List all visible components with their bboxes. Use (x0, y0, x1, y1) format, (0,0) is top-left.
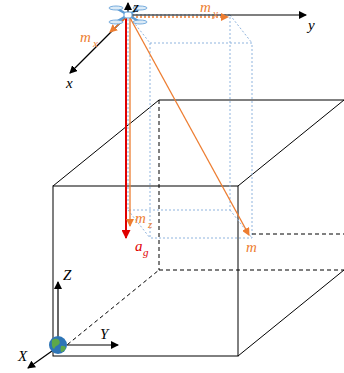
axis-label: x (66, 76, 73, 91)
world-cube (53, 100, 344, 356)
vector-subscript: y (213, 8, 218, 19)
world-axes (28, 282, 118, 368)
vector-label: a (135, 239, 143, 254)
vector-label: m (80, 30, 91, 45)
vector-subscript: g (143, 247, 149, 258)
axis-label: y (308, 18, 315, 33)
vector-subscript: x (93, 38, 98, 49)
vector-subscript: z (148, 219, 152, 230)
axis-label: z (133, 0, 139, 15)
gravity-vector (125, 16, 127, 238)
earth-icon (49, 336, 67, 354)
axis-label: Z (63, 268, 71, 283)
drone-icon (109, 6, 147, 24)
vector-label: m (135, 211, 146, 226)
vector-label: m (200, 0, 211, 15)
guide-line (252, 234, 344, 235)
axis-label: Y (100, 327, 108, 342)
body-axes (70, 3, 306, 73)
axis-label: X (18, 349, 27, 364)
component-box (128, 15, 252, 238)
vector-label: m (246, 240, 257, 255)
magnetic-vectors (110, 16, 249, 235)
